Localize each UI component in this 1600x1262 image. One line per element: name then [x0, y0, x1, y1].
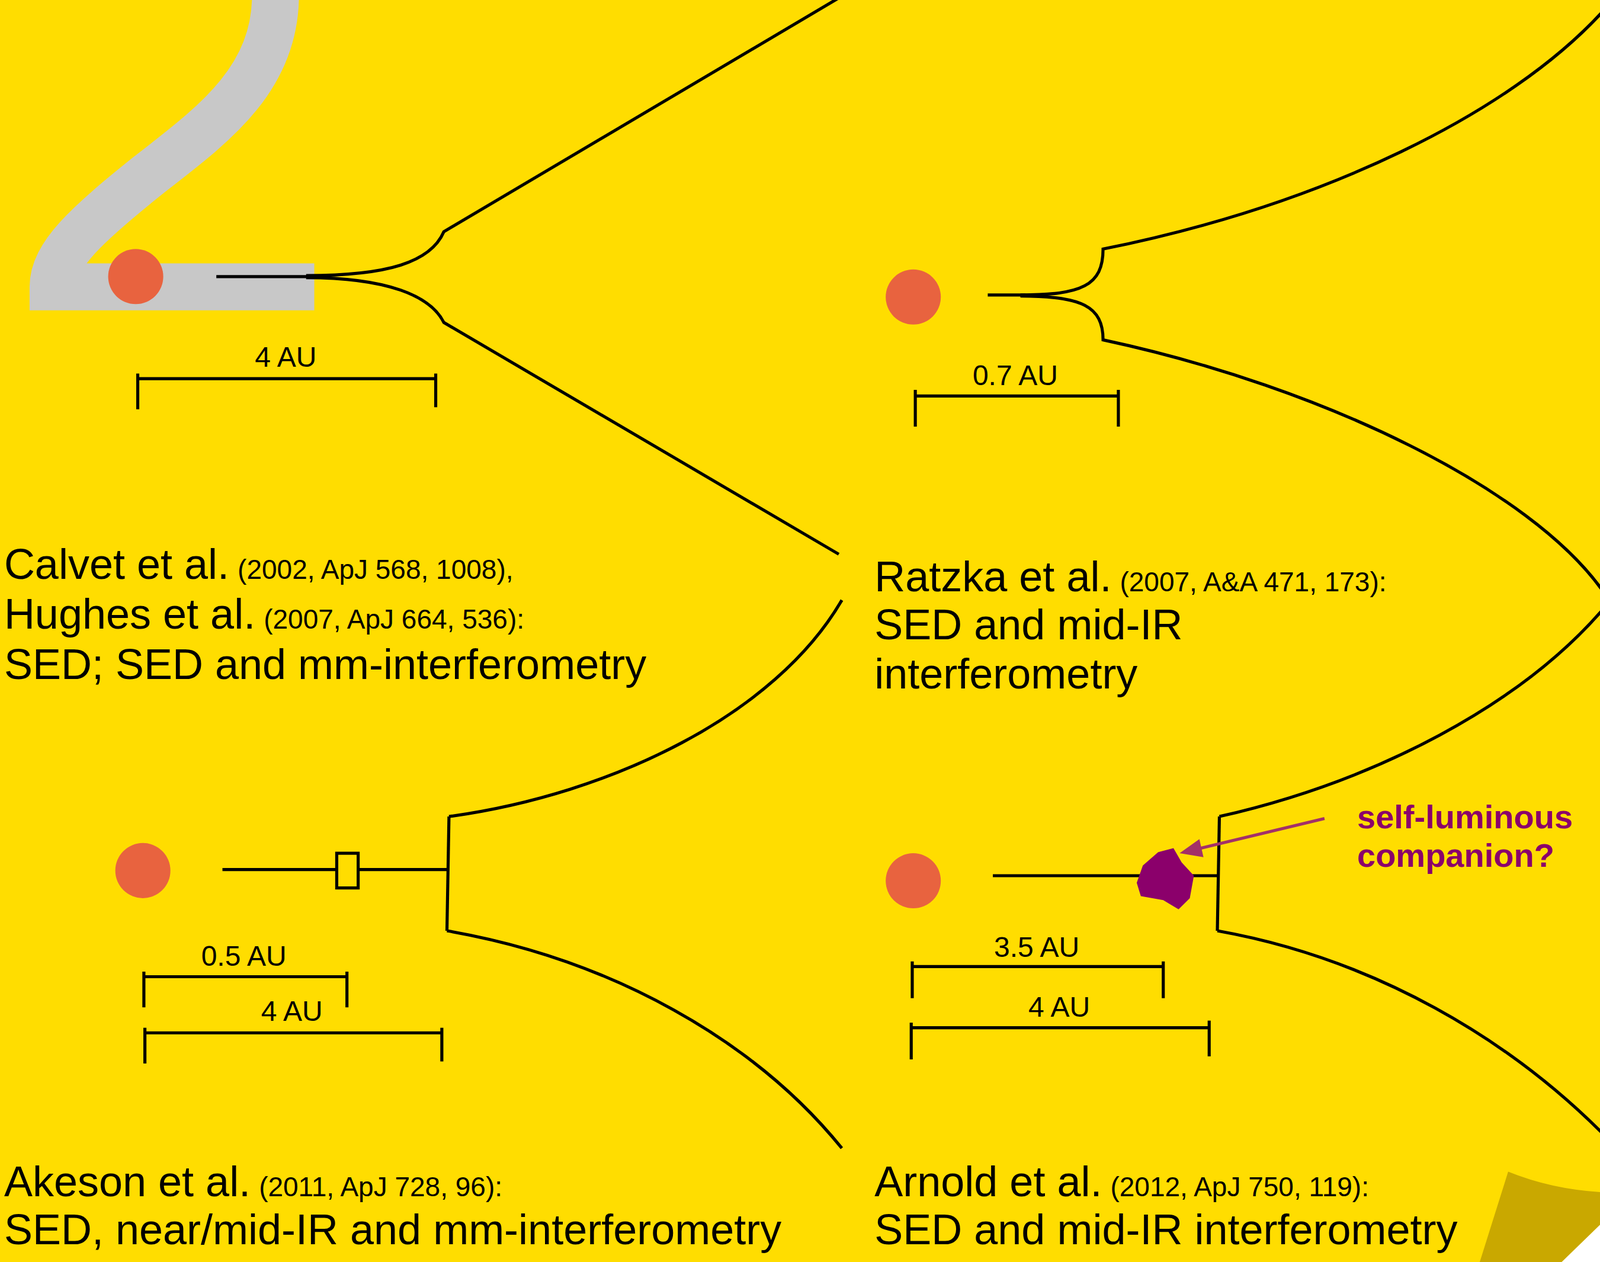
scale-label: 3.5 AU: [994, 930, 1080, 964]
star: [115, 842, 171, 899]
method-note: SED and mid-IR interferometry: [874, 600, 1183, 698]
method-note: SED, near/mid-IR and mm-interferometry: [4, 1204, 782, 1255]
caption-line: SED and mid-IR interferometry: [874, 1204, 1458, 1255]
star: [885, 853, 941, 909]
scale-label: 0.5 AU: [201, 939, 287, 973]
scale-bar: [911, 961, 1210, 1060]
page-curl: [1479, 1171, 1600, 1262]
scale-label: 0.7 AU: [972, 358, 1058, 393]
author-name: Calvet et al.: [4, 539, 230, 589]
scale-bar: [915, 389, 1119, 427]
leader-line: [1200, 818, 1324, 849]
caption-line: Ratzka et al.(2007, A&A 471, 173):: [874, 552, 1387, 607]
companion-blob: [1136, 847, 1194, 909]
disk-outline: [216, 0, 839, 554]
author-name: Ratzka et al.: [874, 552, 1112, 602]
caption-line: Hughes et al.(2007, ApJ 664, 536):: [4, 589, 525, 644]
caption-line: Arnold et al.(2012, ApJ 750, 119):: [874, 1156, 1369, 1212]
scale-label: 4 AU: [261, 994, 323, 1028]
author-name: Akeson et al.: [4, 1156, 251, 1207]
reference: (2007, A&A 471, 173):: [1119, 557, 1387, 607]
reference: (2002, ApJ 568, 1008),: [237, 544, 513, 595]
method-note: SED and mid-IR interferometry: [874, 1204, 1458, 1255]
scale-bar: [143, 971, 442, 1064]
caption-line: SED; SED and mm-interferometry: [4, 639, 647, 689]
caption-line: SED, near/mid-IR and mm-interferometry: [4, 1204, 782, 1255]
scale-label: 4 AU: [1028, 990, 1090, 1024]
scale-bar: [138, 373, 436, 409]
caption-line: Calvet et al.(2002, ApJ 568, 1008),: [4, 539, 514, 595]
method-note: SED; SED and mm-interferometry: [4, 639, 647, 689]
page-corner: [1561, 1224, 1600, 1262]
disk-outline: [987, 12, 1600, 591]
callout-note: self-luminous companion?: [1357, 797, 1595, 875]
star: [108, 248, 164, 304]
reference: (2007, ApJ 664, 536):: [263, 594, 525, 644]
reference: (2012, ApJ 750, 119):: [1110, 1162, 1369, 1212]
arrowhead: [1179, 838, 1204, 857]
reference: (2011, ApJ 728, 96):: [258, 1162, 503, 1212]
author-name: Arnold et al.: [874, 1156, 1102, 1207]
accretion-band: [53, 0, 315, 287]
caption-line: Akeson et al.(2011, ApJ 728, 96):: [4, 1156, 503, 1212]
scale-label: 4 AU: [254, 340, 317, 374]
author-name: Hughes et al.: [4, 589, 256, 639]
caption-line: SED and mid-IR interferometry: [874, 600, 1230, 699]
star: [885, 269, 941, 325]
